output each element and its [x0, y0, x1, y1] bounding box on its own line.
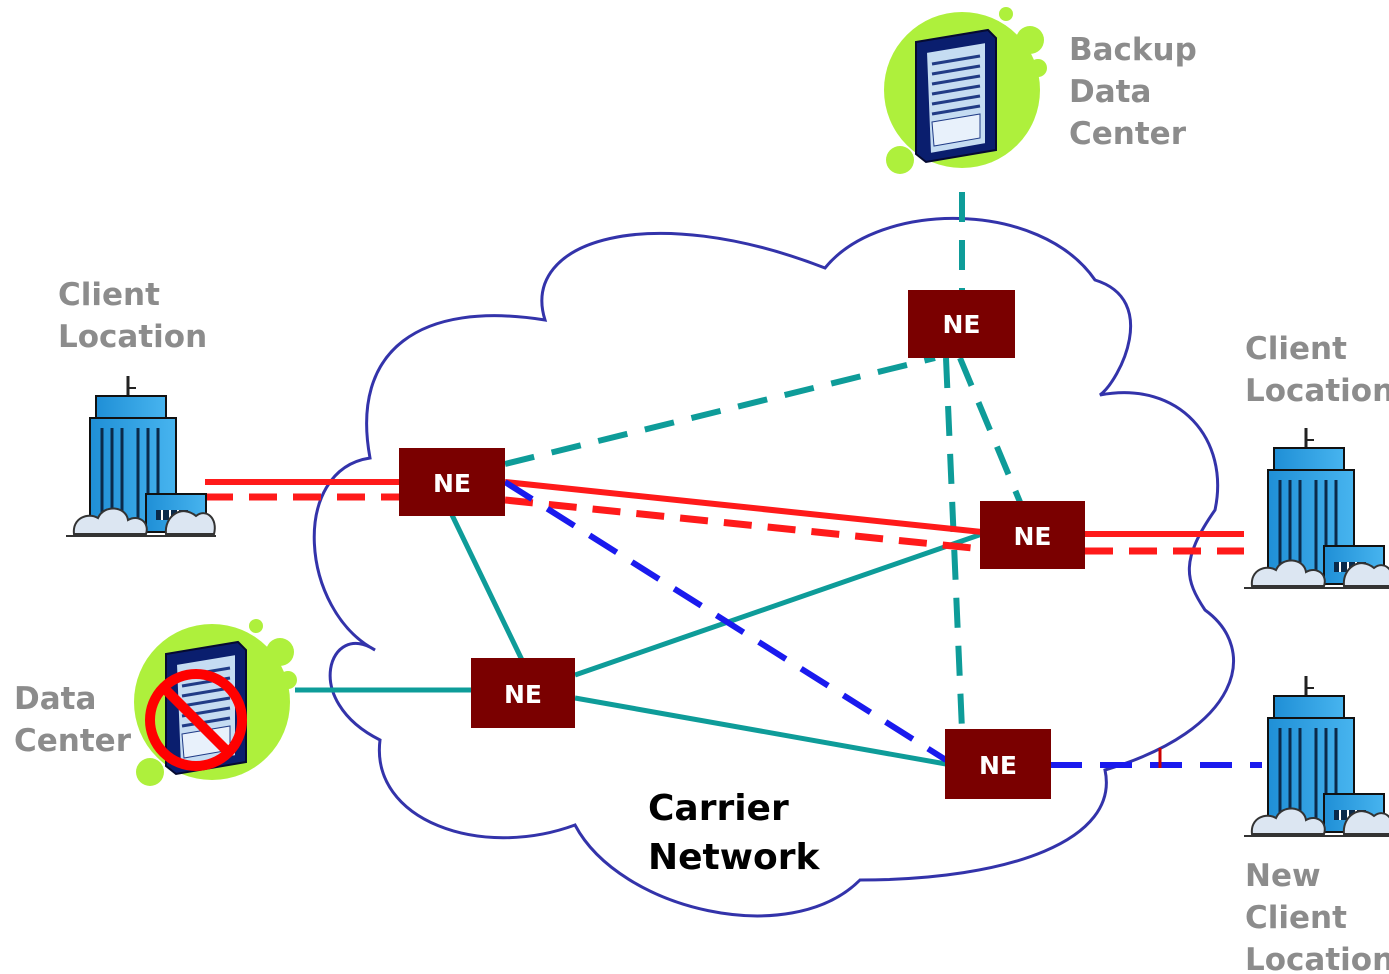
data-center-label: Data Center [14, 681, 132, 759]
building-icon [1242, 426, 1389, 590]
svg-text:Center: Center [14, 723, 132, 759]
ne-node-label: NE [504, 680, 542, 709]
svg-text:Location: Location [1245, 373, 1389, 409]
svg-text:Backup: Backup [1069, 32, 1197, 68]
svg-text:Location: Location [1245, 942, 1389, 974]
ne-node-label: NE [433, 469, 471, 498]
ne-node-bottom: NE [945, 729, 1051, 799]
svg-text:New: New [1245, 858, 1321, 894]
svg-text:Center: Center [1069, 116, 1187, 152]
ne-node-middle: NE [471, 658, 575, 728]
ne-node-top: NE [908, 290, 1015, 358]
prohibited-icon [145, 669, 247, 771]
blue-path-core [503, 479, 948, 763]
client-right-label: Client Location [1245, 331, 1389, 409]
carrier-network-label: Carrier Network [648, 788, 820, 878]
backup-path-dashed-core [504, 496, 983, 553]
client-left-label: Client Location [58, 277, 207, 355]
link-ne-mid-ne-bottom [574, 695, 947, 767]
link-ne-left-ne-top [504, 355, 936, 467]
ne-node-label: NE [1013, 522, 1051, 551]
svg-text:Data: Data [14, 681, 96, 717]
svg-text:Client: Client [1245, 900, 1347, 936]
ne-node-right: NE [980, 501, 1085, 569]
ne-node-label: NE [942, 310, 980, 339]
svg-text:Client: Client [1245, 331, 1347, 367]
svg-text:Client: Client [58, 277, 160, 313]
backup-data-center-label: Backup Data Center [1069, 32, 1197, 152]
svg-text:Network: Network [648, 837, 820, 878]
link-ne-mid-ne-right [574, 531, 983, 678]
link-ne-left-ne-mid [449, 513, 525, 662]
svg-text:Carrier: Carrier [648, 788, 789, 829]
server-rack-icon [882, 5, 1049, 176]
primary-path-solid-core [504, 479, 983, 535]
link-ne-top-ne-right [957, 356, 1023, 504]
building-icon [1242, 674, 1389, 838]
ne-node-left: NE [399, 448, 505, 516]
svg-text:Data: Data [1069, 74, 1151, 110]
ne-node-label: NE [979, 751, 1017, 780]
network-links [205, 192, 1262, 768]
link-ne-top-ne-bottom [943, 357, 965, 731]
new-client-label: New Client Location [1245, 858, 1389, 974]
building-icon [64, 374, 218, 538]
svg-text:Location: Location [58, 319, 207, 355]
